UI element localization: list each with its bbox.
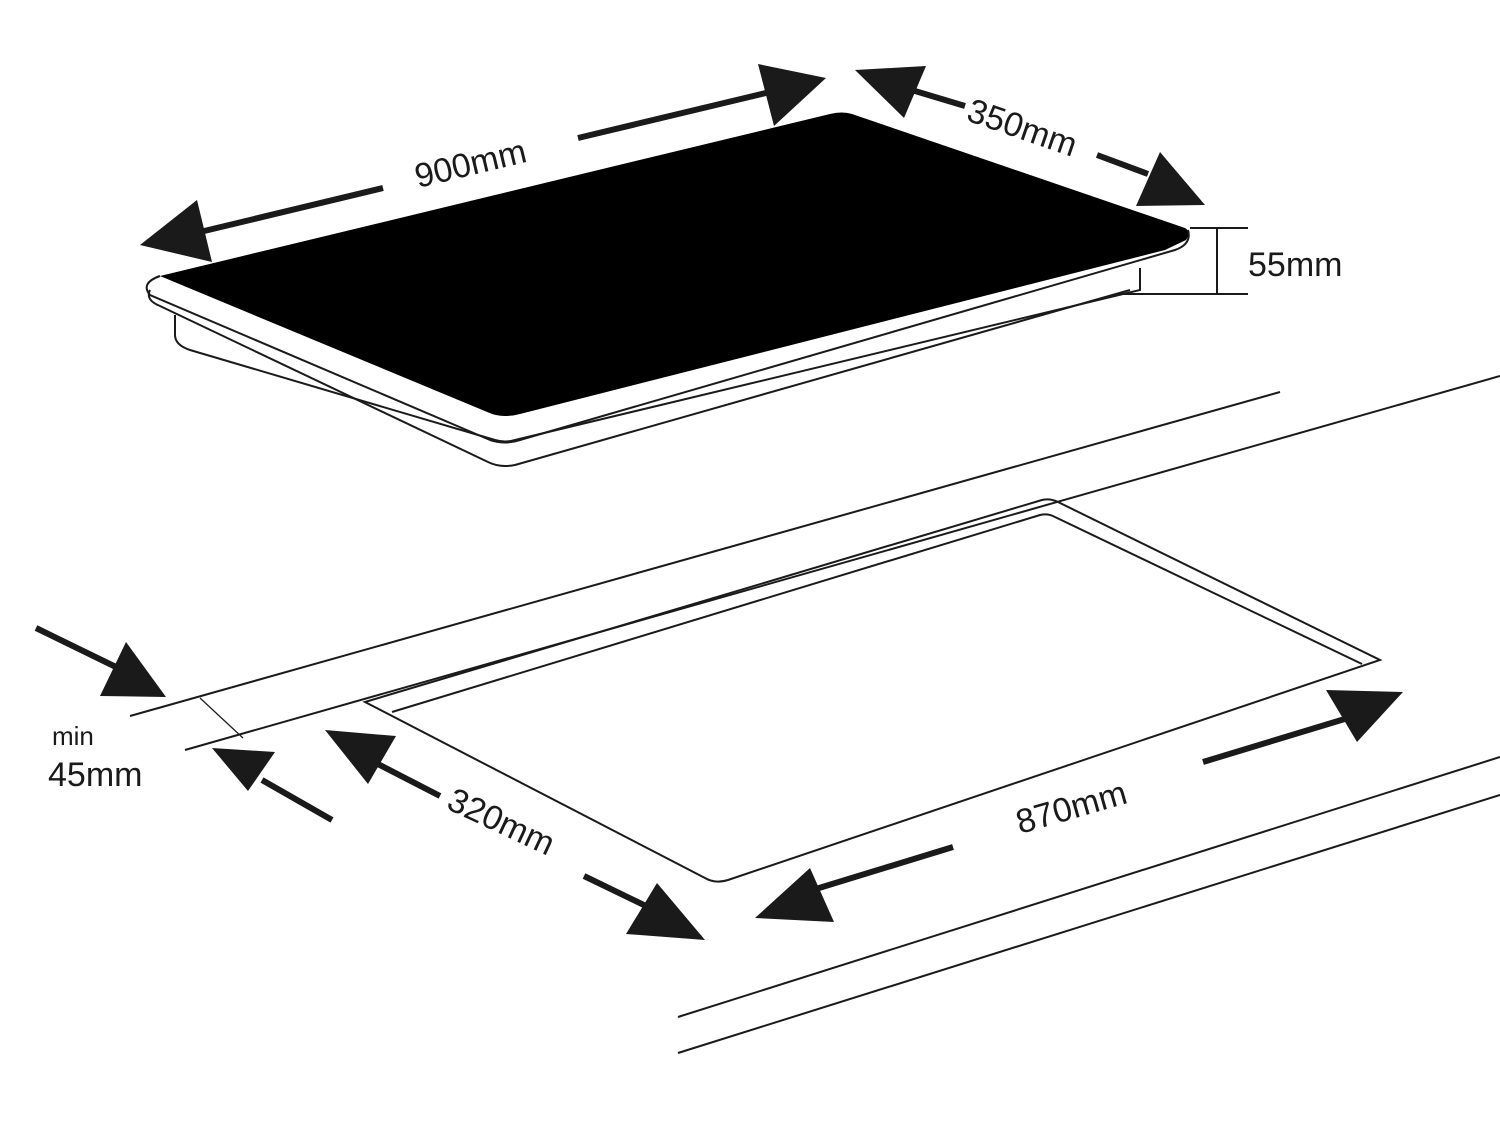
- cutout-inner: [391, 513, 1363, 713]
- hob-depth-label: 350mm: [962, 92, 1082, 165]
- min-clearance-label: 45mm: [48, 756, 142, 794]
- worktop-back-edge: [129, 391, 1281, 717]
- cutout-width-label: 870mm: [1012, 774, 1131, 842]
- min-label: min: [52, 721, 94, 751]
- hob-glass-top: [160, 112, 1189, 416]
- cutout-width-dimension: 870mm: [755, 690, 1403, 922]
- cutout-depth-dimension: 320mm: [325, 730, 705, 940]
- cutout-outer: [362, 498, 1383, 883]
- cutout: [362, 498, 1383, 883]
- hob-width-label: 900mm: [411, 132, 530, 195]
- worktop-lower-edge: [677, 794, 1500, 1054]
- hob-glass-edge: [145, 229, 1190, 444]
- hob-frame: [174, 268, 1141, 443]
- worktop-front-top-edge: [184, 375, 1500, 751]
- hob: [145, 112, 1190, 467]
- height-dimension: 55mm: [1120, 227, 1342, 295]
- hob-frame-lower-edge: [147, 289, 1131, 467]
- worktop-front-bottom-edge: [677, 756, 1500, 1018]
- worktop: [129, 375, 1500, 1054]
- hob-height-label: 55mm: [1248, 246, 1342, 284]
- min-clearance-dimension: min 45mm: [34, 625, 334, 823]
